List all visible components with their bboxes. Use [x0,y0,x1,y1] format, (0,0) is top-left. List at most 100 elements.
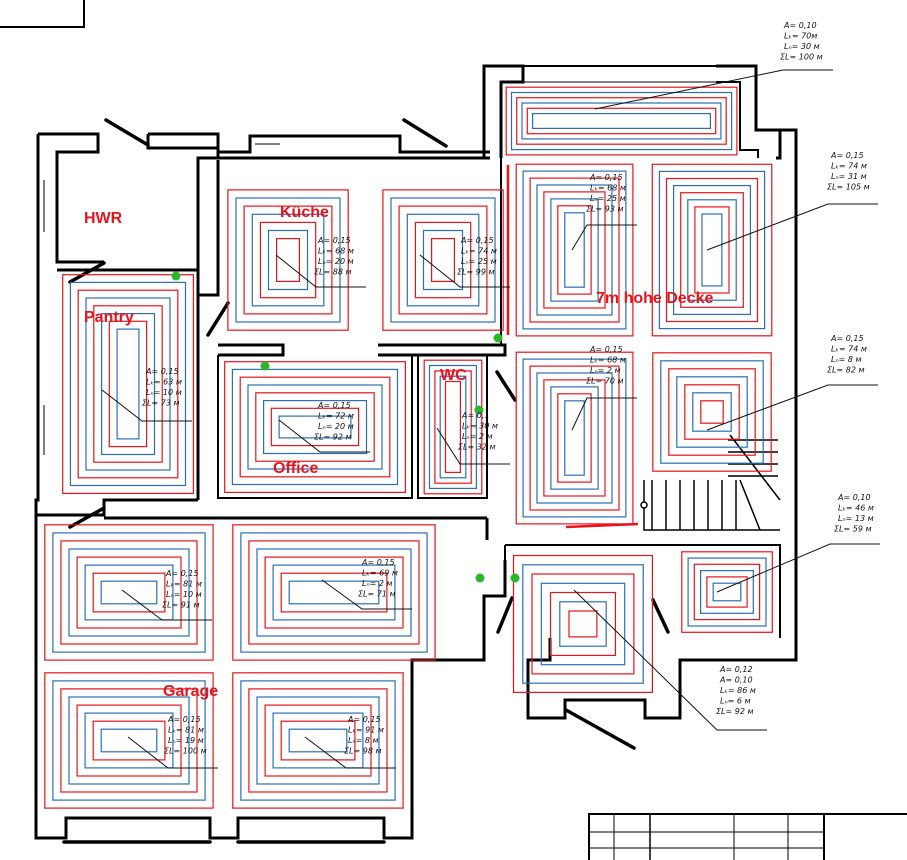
pipe-loop-ring [100,580,158,605]
pipe-loop-ring [52,680,206,801]
pipe-loop-ring [536,372,613,504]
pipe-loop-ring [515,163,634,337]
pipe-loop-ring [288,728,348,753]
pipe-loop-ring [536,184,613,316]
pipe-loop-ring [540,582,626,666]
pipe-loop-ring [515,351,634,525]
leader-line [321,579,412,610]
pipe-loop-ring [263,400,368,455]
pipe-loop-ring [651,163,773,337]
pipe-loop-ring [255,392,375,462]
room-label-high-ceiling: 7m hohe Decke [596,290,713,307]
pipe-loop-ring [439,375,467,479]
pipe-loop-ring [247,384,383,470]
wall-ne-bay-in [716,81,759,158]
pipe-loop-ring [522,564,644,684]
pipe-loop-ring [100,728,158,753]
annotation-line: A= 0,15 [830,151,864,160]
pipe-loop-ring [382,189,504,331]
pipe-loop-ring [428,364,478,490]
annotation-line: ΣL= 82 м [827,366,865,375]
pipe-loop-ring [76,556,182,629]
pipe-loop-ring [559,601,607,647]
leader-line [419,254,510,288]
annotation-line: Lₖ= 68 м [318,247,354,256]
annotation-line: Lₖ= 30 м [462,422,498,431]
annotation-line: A= 0,1 [461,411,489,420]
pipe-loop-ring [423,359,483,495]
annotation-line: ΣL= 71 м [358,590,396,599]
pipe-loop-ring [526,107,717,135]
stair-start-mark [640,501,648,509]
pipe-loop-ring [100,313,156,456]
pipe-loop-ring [522,358,627,518]
distributor-dot [474,405,484,415]
pipe-loop-ring [522,170,627,330]
pipe-loop-ring [699,569,754,614]
door-pantry [68,261,106,284]
pipe-loop-ring [434,370,472,484]
pipe-loop-ring [564,400,585,476]
pipe-loop-ring [549,591,617,657]
room-label-garage: Garage [163,683,218,700]
annotation-line: Lₙ= 2 м [590,366,621,375]
wall-outer-south [64,560,507,840]
annotation-line: Lₖ= 68 м [590,356,626,365]
annotation-line: Lₖ= 74 м [831,345,867,354]
pipe-loop-ring [116,328,140,440]
annotation-line: Lₙ= 20 м [318,257,354,266]
pipe-loop-ring [398,205,488,315]
annotation-line: Lₖ= 81 м [166,580,202,589]
stair-diag [729,434,781,501]
annotation-line: Lₙ= 2 м [462,432,493,441]
pipe-loop-ring [280,720,356,761]
leader-line [101,389,192,422]
annotation-line: Lₙ= 8 м [831,355,862,364]
door-garage [68,506,106,529]
heating-pipe-loops [44,86,773,809]
wall-north-center [146,132,220,150]
annotation-line: ΣL= 98 м [344,747,382,756]
annotation-line: ΣL= 92 м [314,433,352,442]
annotation-line: A= 0,15 [165,569,199,578]
annotation-line: ΣL= 100 м [164,747,207,756]
distributor-dot [171,271,181,281]
pipe-loop-ring [706,576,748,608]
walls [0,0,798,840]
pipe-loop-ring [694,206,730,294]
annotation-line: ΣL= 105 м [827,183,870,192]
room-label-office: Office [273,460,318,477]
annotation-line: A= 0,15 [167,715,201,724]
title-block [588,813,907,860]
pipe-loop-ring [414,221,472,299]
annotation-line: Lₖ= 74 м [461,247,497,256]
pipe-loop-ring [658,170,766,330]
pipe-loop-ring [550,386,599,490]
pipe-loop-ring [521,102,722,140]
stair-outline [643,480,780,531]
pipe-loop-ring [531,573,635,675]
pipe-loop-ring [84,712,174,769]
pipe-loop-ring [68,548,190,637]
pipe-loop-ring [557,393,592,483]
leader-line [571,224,637,251]
annotation-line: A= 0,15 [317,236,351,245]
doors [62,118,670,844]
distributor-dot [510,573,520,583]
annotation-line: Lₙ= 13 м [838,514,874,523]
pipe-loop-ring [62,274,194,495]
annotation-line: ΣL= 99 м [457,268,495,277]
pipe-loop-ring [712,582,742,602]
room-label-wc: WC [440,367,467,384]
pipe-loop-ring [692,392,732,432]
wall-south-mid [36,498,198,517]
annotation-line: ΣL= 73 м [142,399,180,408]
annotation-line: A= 0,15 [347,715,381,724]
